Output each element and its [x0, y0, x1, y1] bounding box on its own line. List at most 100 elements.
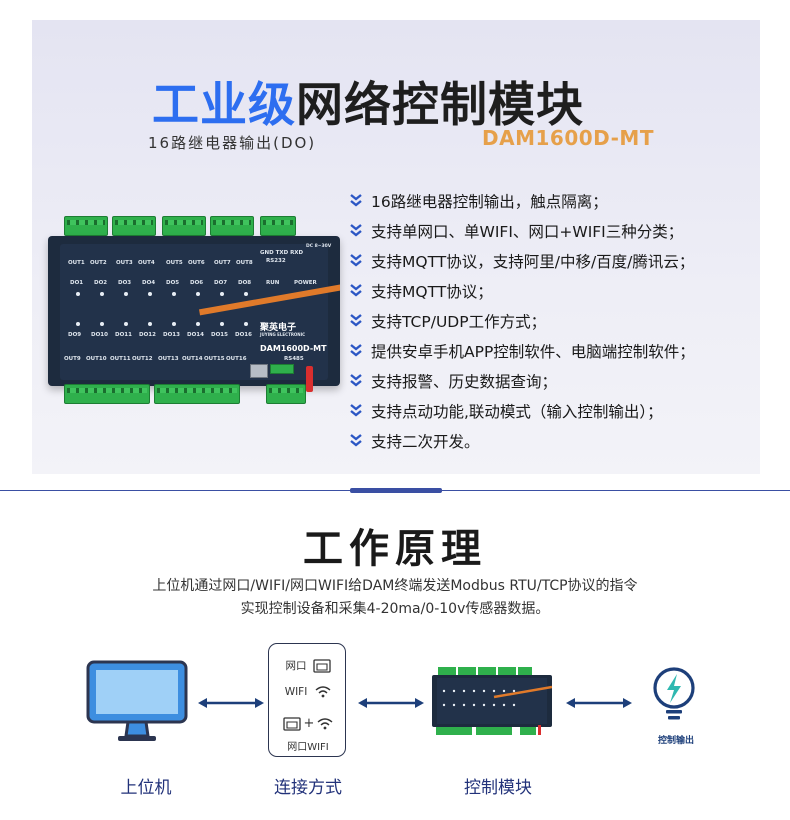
status-led	[172, 322, 176, 326]
principle-title: 工作原理	[303, 526, 487, 572]
feature-text: 16路继电器控制输出，触点隔离；	[371, 193, 608, 211]
terminal-block	[64, 216, 108, 236]
feature-item: 支持二次开发。	[350, 426, 695, 456]
antenna	[306, 366, 313, 392]
out-label: OUT12	[132, 356, 153, 362]
out-label: OUT10	[86, 356, 107, 362]
out-label: OUT15	[204, 356, 225, 362]
out-label: OUT1	[68, 260, 85, 266]
product-model: DAM1600D-MT	[482, 126, 654, 150]
feature-text: 支持MQTT协议；	[371, 283, 493, 301]
status-led	[220, 292, 224, 296]
do-label: DO10	[91, 332, 108, 338]
product-title: 工业级网络控制模块	[152, 66, 584, 135]
bidirectional-arrow-icon	[358, 698, 424, 708]
out-label: OUT3	[116, 260, 133, 266]
principle-desc-line2: 实现控制设备和采集4-20ma/0-10v传感器数据。	[240, 601, 550, 617]
terminal-block	[64, 384, 150, 404]
device-brand-en: JUYING ELECTRONIC	[260, 332, 306, 337]
device-brand: 聚英电子	[260, 323, 297, 333]
do-label: DO13	[163, 332, 180, 338]
double-chevron-icon	[350, 374, 362, 387]
title-highlight: 工业级	[152, 78, 296, 133]
monitor-icon	[86, 660, 188, 741]
status-led	[100, 292, 104, 296]
rs232-label: RS232	[266, 258, 286, 264]
status-led	[196, 292, 200, 296]
feature-text: 支持MQTT协议，支持阿里/中移/百度/腾讯云；	[371, 253, 695, 271]
terminal-block	[260, 216, 296, 236]
terminal-block	[266, 384, 306, 404]
control-module-image	[432, 667, 552, 735]
do-label: DO14	[187, 332, 204, 338]
connection-combo: +	[269, 716, 347, 731]
out-label: OUT5	[166, 260, 183, 266]
control-output-label: 控制输出	[657, 736, 694, 746]
feature-list: 16路继电器控制输出，触点隔离； 支持单网口、单WIFI、网口+WIFI三种分类…	[350, 186, 695, 456]
do-label: DO6	[190, 280, 204, 286]
device-model: DAM1600D-MT	[260, 344, 327, 353]
feature-item: 16路继电器控制输出，触点隔离；	[350, 186, 695, 216]
feature-item: 支持MQTT协议；	[350, 276, 695, 306]
do-label: DO7	[214, 280, 228, 286]
out-label: OUT13	[158, 356, 179, 362]
out-label: OUT16	[226, 356, 247, 362]
device-body: OUT1 OUT2 OUT3 OUT4 OUT5 OUT6 OUT7 OUT8 …	[48, 236, 340, 386]
out-label: OUT2	[90, 260, 107, 266]
section-divider-accent	[350, 488, 442, 493]
feature-text: 支持报警、历史数据查询；	[371, 373, 558, 391]
do-label: DO2	[94, 280, 108, 286]
status-led	[172, 292, 176, 296]
out-label: OUT4	[138, 260, 155, 266]
connection-ethernet-label: 网口	[285, 660, 307, 672]
double-chevron-icon	[350, 314, 362, 327]
status-led	[76, 292, 80, 296]
bidirectional-arrow-icon	[566, 698, 632, 708]
double-chevron-icon	[350, 284, 362, 297]
do-label: DO16	[235, 332, 252, 338]
double-chevron-icon	[350, 194, 362, 207]
do-label: DO12	[139, 332, 156, 338]
connection-methods-card: 网口 WIFI + 网口WIFI	[268, 643, 346, 757]
do-label: DO5	[166, 280, 180, 286]
double-chevron-icon	[350, 254, 362, 267]
status-led	[244, 292, 248, 296]
ethernet-port-icon	[282, 716, 301, 731]
out-label: OUT7	[214, 260, 231, 266]
status-led	[124, 322, 128, 326]
node-label-connection: 连接方式	[274, 778, 342, 798]
principle-desc-line1: 上位机通过网口/WIFI/网口WIFI给DAM终端发送Modbus RTU/TC…	[152, 578, 638, 594]
out-label: OUT14	[182, 356, 203, 362]
status-led	[148, 292, 152, 296]
out-label: OUT6	[188, 260, 205, 266]
do-label: DO1	[70, 280, 84, 286]
feature-text: 支持点动功能,联动模式（输入控制输出）；	[371, 403, 663, 421]
terminal-block	[162, 216, 206, 236]
out-label: OUT9	[64, 356, 81, 362]
double-chevron-icon	[350, 224, 362, 237]
out-label: OUT8	[236, 260, 253, 266]
feature-item: 支持点动功能,联动模式（输入控制输出）；	[350, 396, 695, 426]
control-output-icon	[653, 667, 695, 720]
feature-text: 支持单网口、单WIFI、网口+WIFI三种分类；	[371, 223, 684, 241]
run-label: RUN	[266, 280, 280, 286]
double-chevron-icon	[350, 434, 362, 447]
title-main: 网络控制模块	[296, 78, 584, 133]
double-chevron-icon	[350, 404, 362, 417]
device-image: OUT1 OUT2 OUT3 OUT4 OUT5 OUT6 OUT7 OUT8 …	[48, 216, 340, 408]
status-led	[100, 322, 104, 326]
do-label: DO9	[68, 332, 82, 338]
dc-label: DC 8~30V	[306, 244, 332, 249]
terminal-block	[112, 216, 156, 236]
device-panel	[60, 244, 328, 380]
out-label: OUT11	[110, 356, 131, 362]
terminal-block	[210, 216, 254, 236]
connection-ethernet: 网口	[269, 658, 347, 673]
iface-label: GND TXD RXD	[260, 250, 304, 256]
terminal-block	[154, 384, 240, 404]
power-label: POWER	[294, 280, 317, 286]
status-led	[148, 322, 152, 326]
product-subtitle: 16路继电器输出(DO)	[148, 134, 317, 152]
status-led	[124, 292, 128, 296]
ethernet-port-icon	[312, 658, 331, 673]
